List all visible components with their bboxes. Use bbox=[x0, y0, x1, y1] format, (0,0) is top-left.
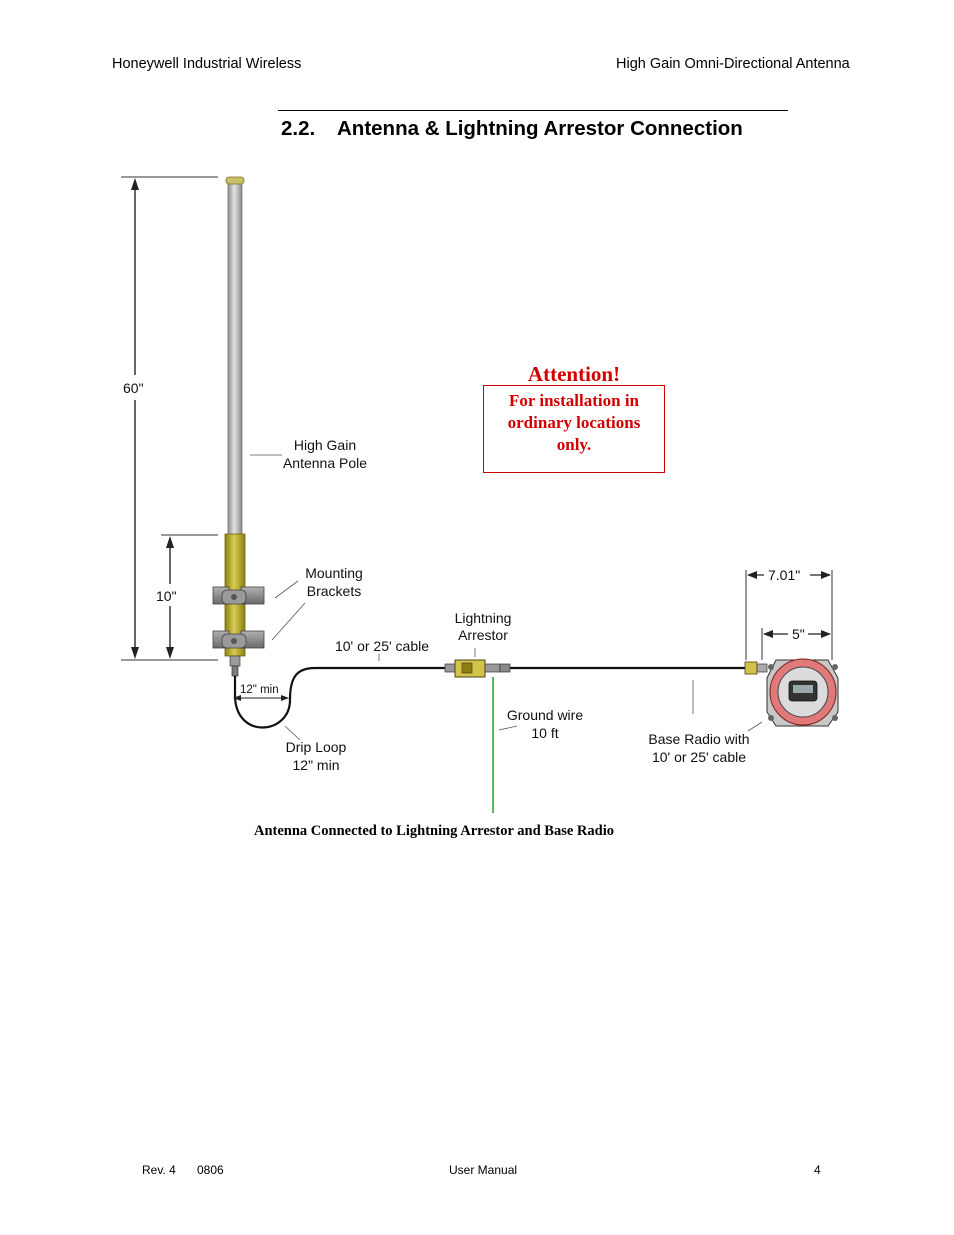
cable-label: 10' or 25' cable bbox=[335, 638, 429, 654]
attention-box: For installation in ordinary locations o… bbox=[483, 385, 665, 473]
drip-loop-dimension bbox=[233, 695, 289, 701]
drip-loop-label-line2: 12" min bbox=[293, 757, 340, 773]
drip-loop-leader bbox=[284, 725, 301, 741]
antenna-cable bbox=[233, 666, 445, 729]
section-heading: 2.2. Antenna & Lightning Arrestor Connect… bbox=[281, 117, 743, 141]
antenna-pole bbox=[224, 176, 246, 657]
bracket-leader-upper bbox=[274, 580, 299, 599]
bracket-leader-lower bbox=[271, 602, 306, 641]
lightning-arrestor-label-line1: Lightning bbox=[455, 610, 512, 626]
attention-line-2: ordinary locations bbox=[507, 413, 641, 432]
attention-title: Attention! bbox=[527, 362, 621, 386]
section-rule bbox=[278, 110, 788, 111]
footer-date: 0806 bbox=[197, 1163, 224, 1177]
base-radio bbox=[744, 658, 839, 727]
section-number: 2.2. bbox=[281, 117, 316, 140]
dimension-10-inch bbox=[161, 534, 218, 659]
base-radio-label-line2: 10' or 25' cable bbox=[652, 749, 746, 765]
lightning-arrestor bbox=[444, 659, 511, 678]
mounting-bracket-upper bbox=[212, 586, 265, 605]
ground-wire-leader bbox=[498, 725, 518, 731]
header-left: Honeywell Industrial Wireless bbox=[112, 56, 302, 72]
dimension-60-label: 60" bbox=[123, 380, 144, 396]
attention-line-1: For installation in bbox=[508, 391, 640, 410]
mounting-brackets-label-line2: Brackets bbox=[307, 583, 361, 599]
footer-doc: User Manual bbox=[449, 1163, 518, 1177]
radio-width-inner-label: 5" bbox=[792, 626, 805, 642]
ground-wire-label-line2: 10 ft bbox=[531, 725, 558, 741]
radio-width-outer-label: 7.01" bbox=[768, 567, 800, 583]
mounting-brackets-label-line1: Mounting bbox=[305, 565, 363, 581]
figure-caption: Antenna Connected to Lightning Arrestor … bbox=[254, 823, 614, 839]
dimension-60-inch bbox=[121, 176, 218, 661]
lightning-arrestor-label-line2: Arrestor bbox=[458, 627, 508, 643]
base-radio-label-line1: Base Radio with bbox=[648, 731, 749, 747]
drip-loop-label-line1: Drip Loop bbox=[286, 739, 347, 755]
antenna-pole-label-line2: Antenna Pole bbox=[283, 455, 367, 471]
attention-line-3: only. bbox=[556, 435, 592, 454]
footer-rev: Rev. 4 bbox=[142, 1163, 176, 1177]
header-right: High Gain Omni-Directional Antenna bbox=[616, 56, 850, 72]
section-title: Antenna & Lightning Arrestor Connection bbox=[337, 117, 743, 140]
antenna-connector bbox=[229, 655, 241, 677]
ground-wire-label-line1: Ground wire bbox=[507, 707, 583, 723]
mounting-bracket-lower bbox=[212, 630, 265, 649]
antenna-pole-label-line1: High Gain bbox=[294, 437, 356, 453]
drip-loop-dimension-label: 12" min bbox=[240, 684, 279, 696]
dimension-radio-inner bbox=[761, 628, 831, 660]
dimension-10-label: 10" bbox=[156, 588, 177, 604]
base-radio-leader-2 bbox=[747, 721, 763, 732]
footer-page-number: 4 bbox=[814, 1163, 821, 1177]
dimension-radio-outer bbox=[745, 570, 833, 660]
